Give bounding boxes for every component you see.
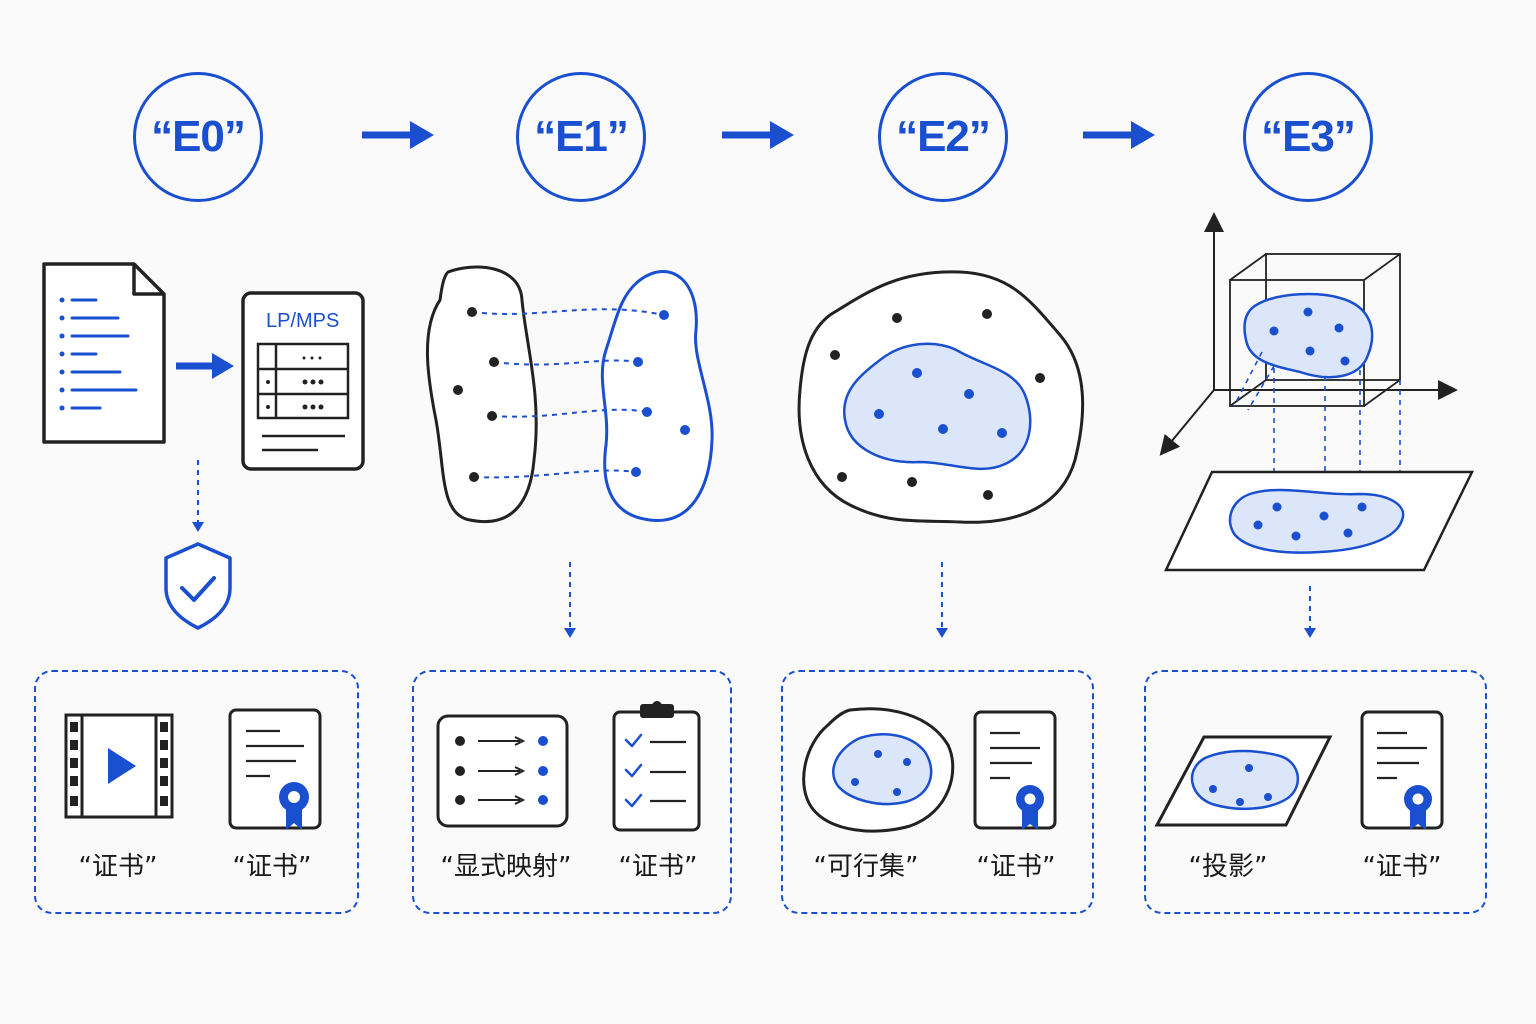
certificate-icon [1360,710,1444,830]
output-box-e1 [412,670,732,914]
flow-arrow-e0-e1 [362,121,434,149]
dashed-arrow-e2 [936,562,948,638]
convert-arrow [176,353,234,379]
output-box-e3 [1144,670,1487,914]
certificate-icon [228,708,322,830]
projected-points [1253,502,1367,541]
lp-mps-title: LP/MPS [266,310,340,332]
feasible-points [874,368,1007,438]
shield-check-icon [164,542,232,630]
box-e0-right-label: “证书” [232,852,312,882]
certificate-icon [973,710,1057,830]
stage-e3: “E3” [1243,72,1373,202]
box-e1-left-label: “显式映射” [440,852,572,882]
mapping-lines [471,308,665,479]
mapping-list-icon [436,714,569,828]
box-e0-left-label: “证书” [78,852,158,882]
box-e1-right-label: “证书” [618,852,698,882]
source-points [453,307,499,482]
lp-mps-file-icon [241,291,365,471]
flow-arrow-e2-e3 [1083,121,1155,149]
outer-points [830,309,1045,500]
target-set-shape [600,270,714,522]
document-icon [42,262,166,444]
clipboard-checklist-icon [612,701,701,832]
box-e2-left-label: “可行集” [813,852,919,882]
video-icon [64,713,174,819]
output-box-e2 [781,670,1094,914]
feasible-set-icon [802,707,955,833]
stage-e2: “E2” [878,72,1008,202]
stage-e1: “E1” [516,72,646,202]
stage-e0: “E0” [133,72,263,202]
box-e3-left-label: “投影” [1188,852,1268,882]
dashed-arrow-e1 [564,562,576,638]
feasible-set-shape [842,342,1032,471]
set-3d-shape [1243,292,1374,379]
dashed-arrow-e3 [1304,586,1316,638]
box-e3-right-label: “证书” [1362,852,1442,882]
projection-icon [1154,735,1333,827]
set-3d-points [1269,307,1350,366]
target-points [631,310,690,477]
flow-arrow-e1-e2 [722,121,794,149]
box-e2-right-label: “证书” [976,852,1056,882]
output-box-e0 [34,670,359,914]
dashed-arrow-e0 [192,460,204,532]
source-set-shape [426,265,538,523]
